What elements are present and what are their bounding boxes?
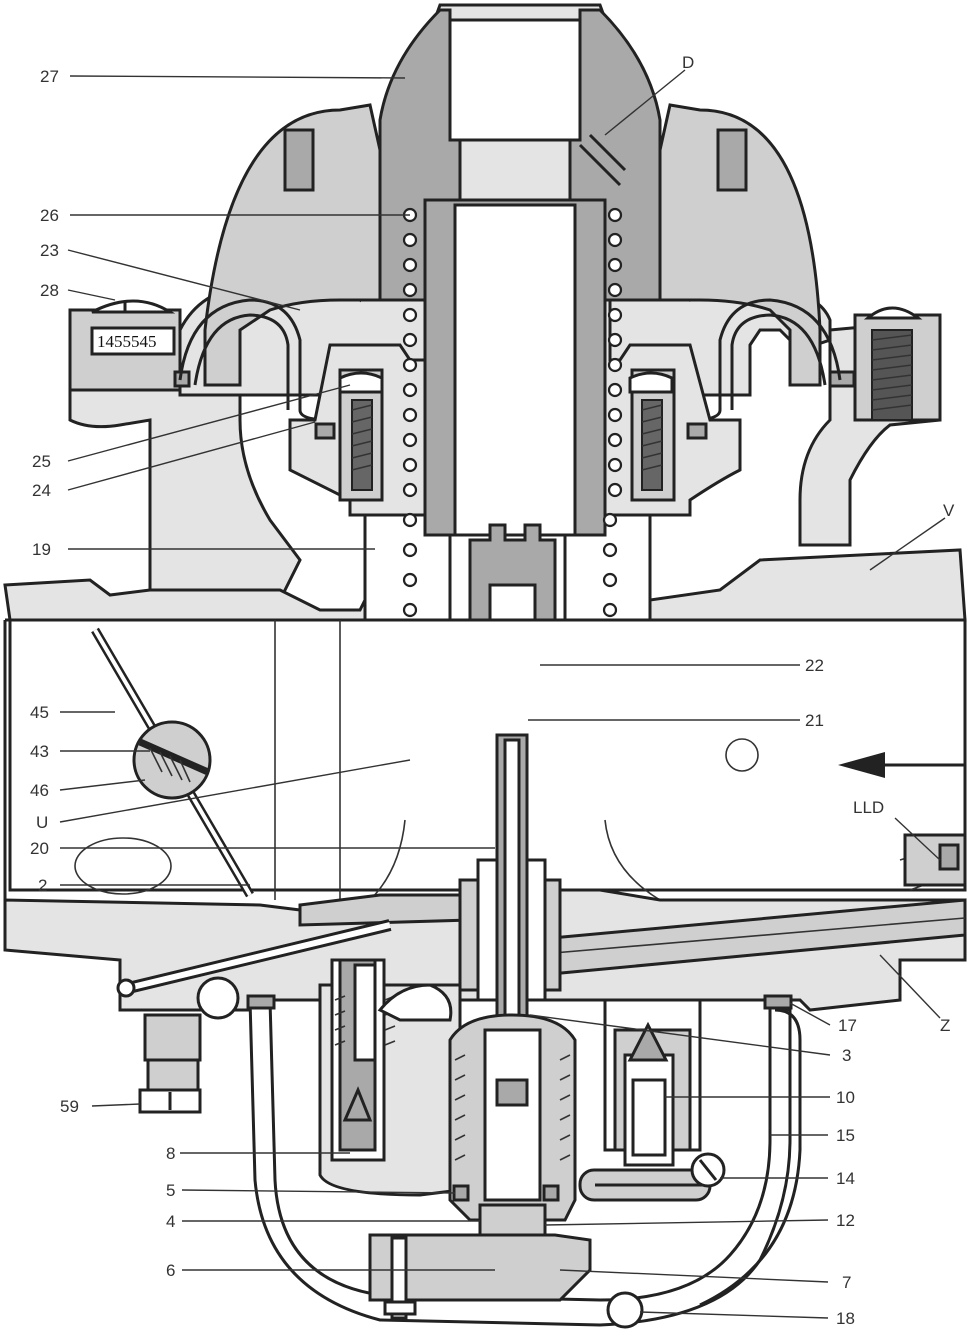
air-flow-arrow [838,752,965,778]
serial-number-text: 1455545 [97,332,157,351]
leader-lines [59,69,946,1319]
label-43: 43 [30,742,49,761]
label-26: 26 [40,206,59,225]
float-pivot [578,1152,726,1202]
label-21: 21 [805,711,824,730]
screw-25 [338,371,384,491]
label-14: 14 [836,1169,855,1188]
label-D: D [682,53,694,72]
label-59: 59 [60,1097,79,1116]
part-labels: 1455545 27 D 26 23 28 25 24 19 V 22 21 4… [30,53,955,1328]
label-6: 6 [166,1261,175,1280]
label-27: 27 [40,67,59,86]
diaphragm [178,298,842,422]
label-V: V [943,501,955,520]
label-Z: Z [940,1016,950,1035]
label-10: 10 [836,1088,855,1107]
label-22: 22 [805,656,824,675]
label-5: 5 [166,1181,175,1200]
serial-number-box [90,326,176,356]
choke-lever [91,627,254,898]
label-15: 15 [836,1126,855,1145]
screw-59 [138,1013,202,1114]
left-mount-block [68,299,302,602]
venturi-body [3,548,967,901]
label-LLD: LLD [853,798,884,817]
label-46: 46 [30,781,49,800]
label-8: 8 [166,1144,175,1163]
label-18: 18 [836,1309,855,1328]
label-24: 24 [32,481,51,500]
right-mount-block [798,306,942,547]
label-4: 4 [166,1212,175,1231]
label-45: 45 [30,703,49,722]
label-28: 28 [40,281,59,300]
float-needle-assembly [603,998,702,1167]
label-25: 25 [32,452,51,471]
label-17: 17 [838,1016,857,1035]
label-19: 19 [32,540,51,559]
label-U: U [36,813,48,832]
lower-body [3,733,967,1329]
label-2: 2 [38,876,47,895]
label-23: 23 [40,241,59,260]
label-20: 20 [30,839,49,858]
label-12: 12 [836,1211,855,1230]
label-3: 3 [842,1046,851,1065]
screw-right [628,371,674,491]
label-7: 7 [842,1273,851,1292]
